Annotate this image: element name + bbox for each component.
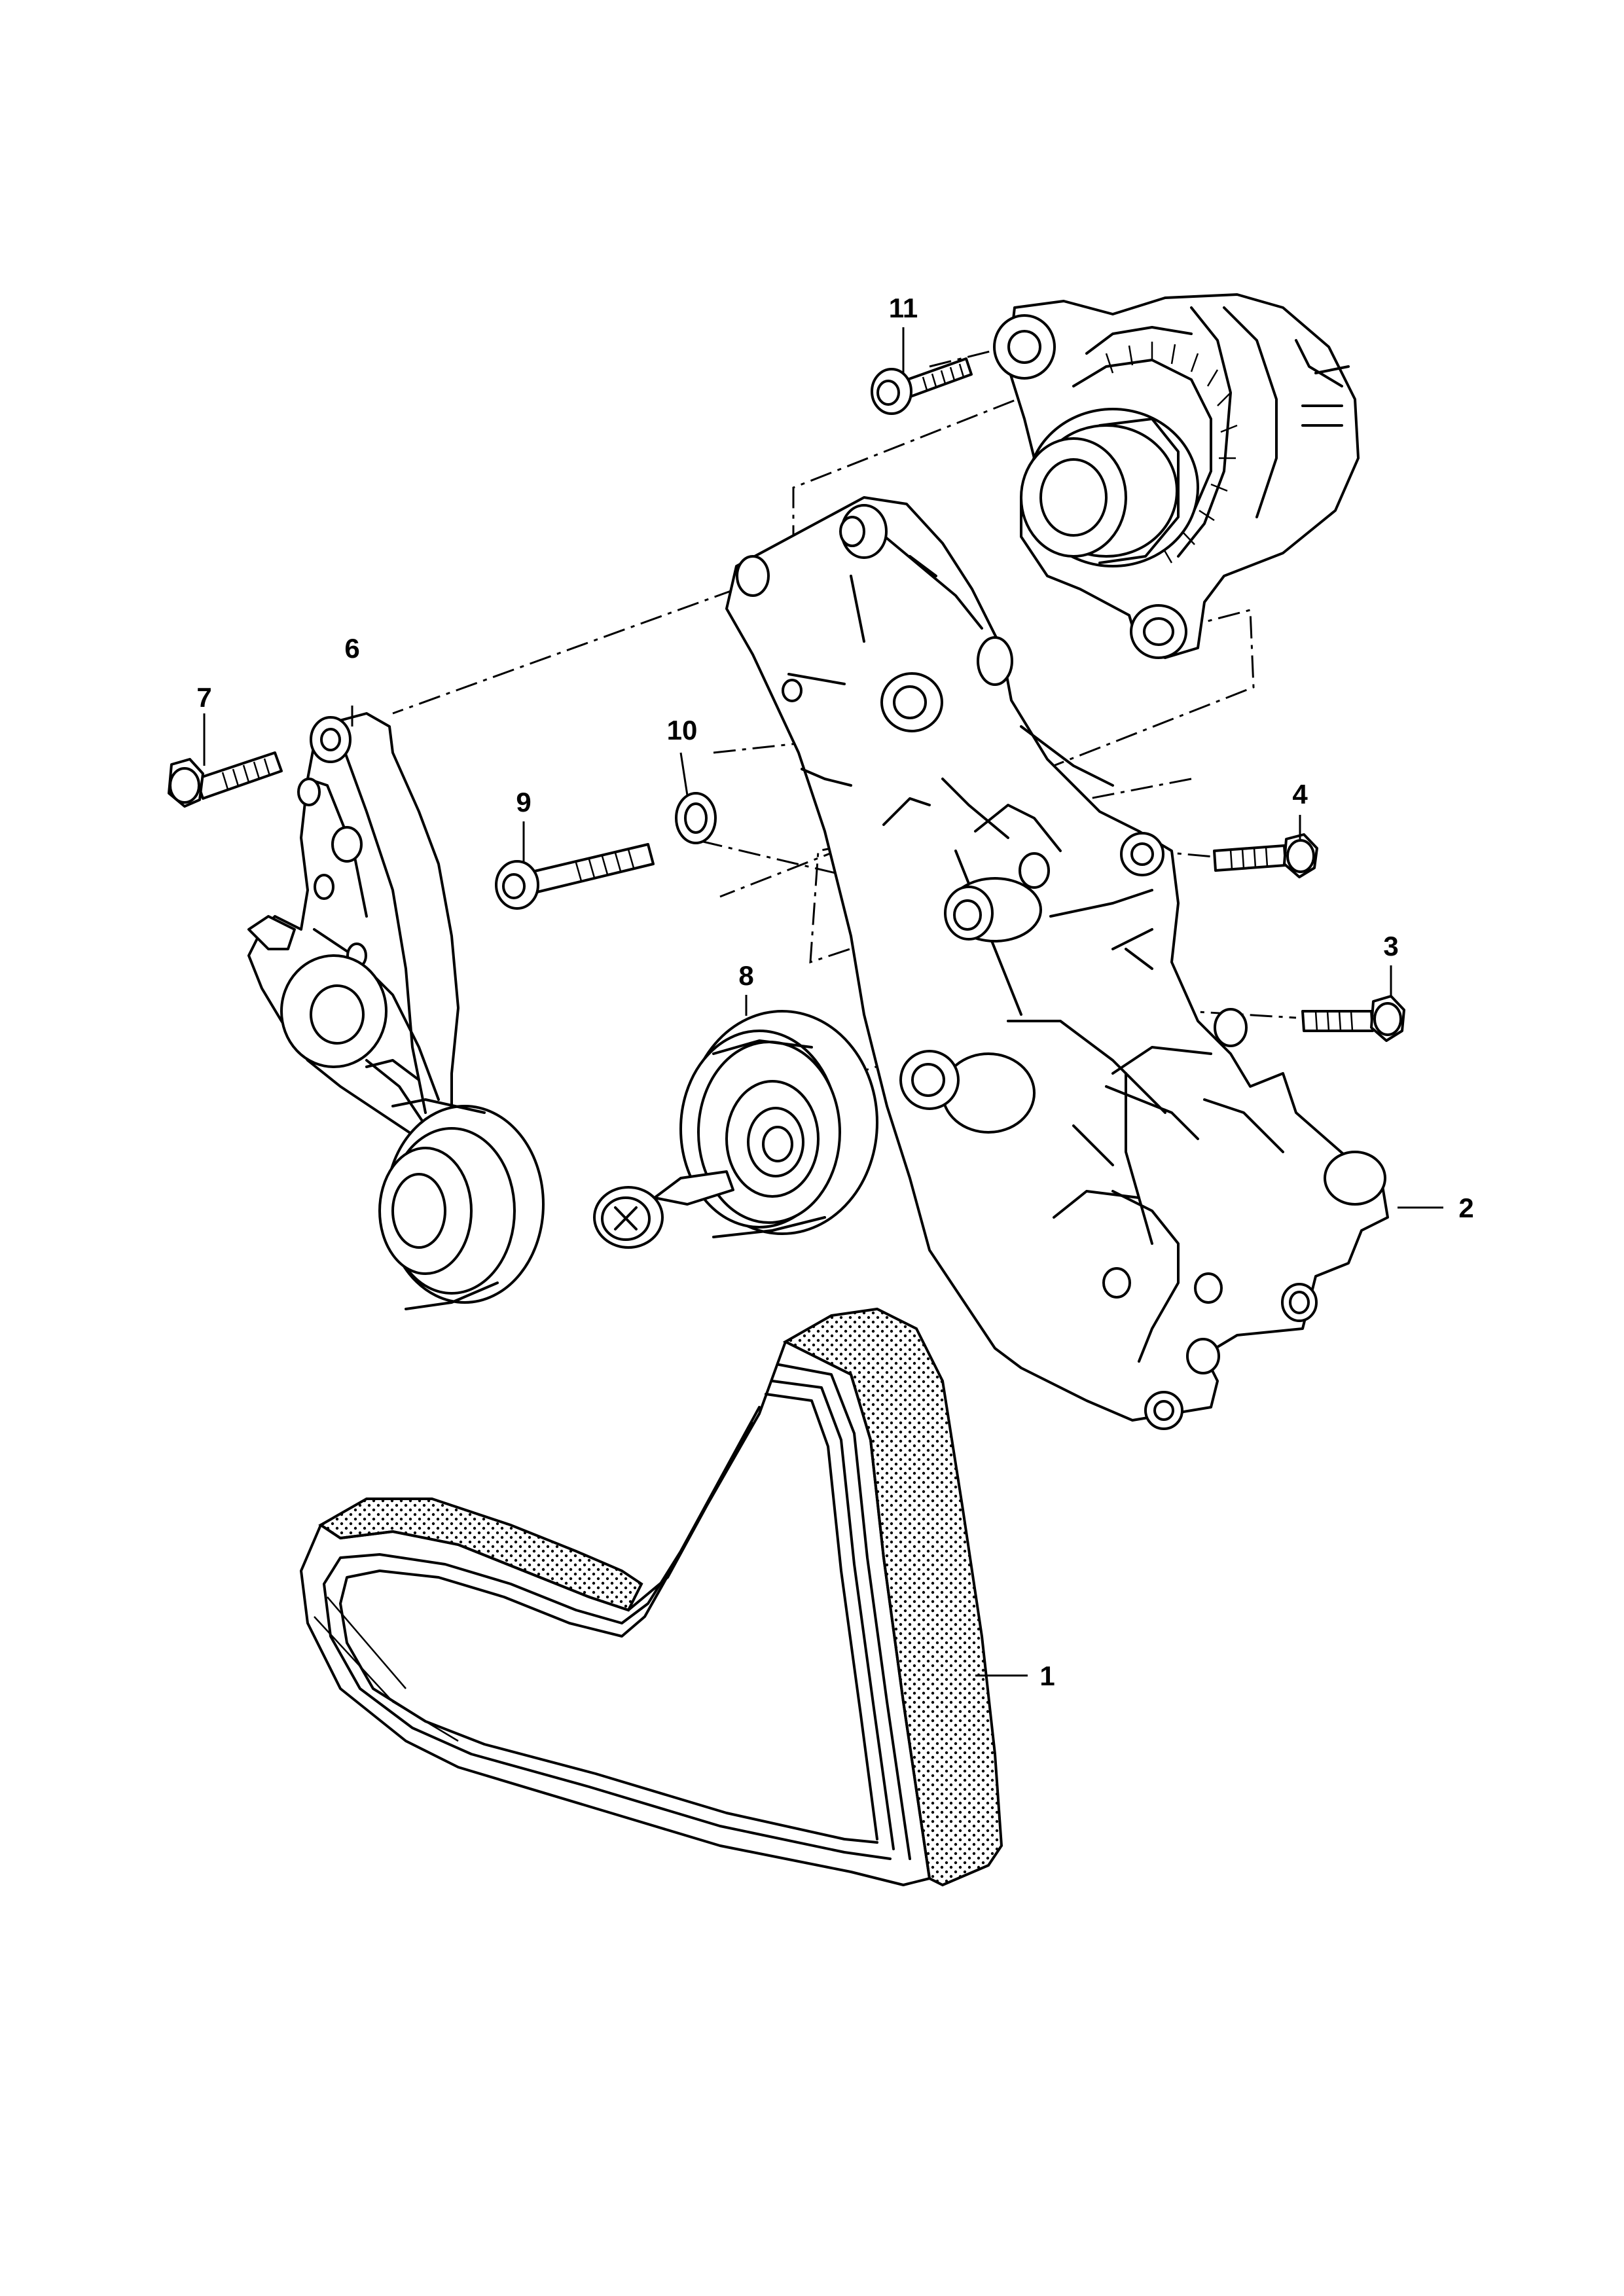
callouts: 11 6 7 10 9 4 3 8 2 1 xyxy=(196,293,1473,1691)
mounting-bracket xyxy=(725,496,1389,1430)
callout-4: 4 xyxy=(1292,779,1308,810)
callout-7: 7 xyxy=(196,682,211,713)
callout-3: 3 xyxy=(1383,931,1398,961)
poly-v-belt xyxy=(300,1307,1003,1887)
callout-9: 9 xyxy=(516,787,531,817)
tensioner xyxy=(247,712,545,1310)
washer-10 xyxy=(675,792,717,844)
idler-pulley xyxy=(679,1010,878,1238)
bolt-3 xyxy=(1301,995,1405,1042)
callout-2: 2 xyxy=(1458,1193,1473,1223)
idler-screw xyxy=(593,1170,734,1249)
callout-8: 8 xyxy=(738,960,753,991)
bolt-7 xyxy=(168,751,283,808)
callout-10: 10 xyxy=(667,715,698,745)
callout-6: 6 xyxy=(344,633,359,664)
alternator xyxy=(993,293,1360,659)
callout-1: 1 xyxy=(1039,1660,1055,1691)
bolt-11 xyxy=(871,357,973,415)
callout-11: 11 xyxy=(889,293,918,323)
bolt-9 xyxy=(495,843,655,910)
bolt-4 xyxy=(1213,833,1318,878)
leader-lines xyxy=(203,327,1443,1677)
